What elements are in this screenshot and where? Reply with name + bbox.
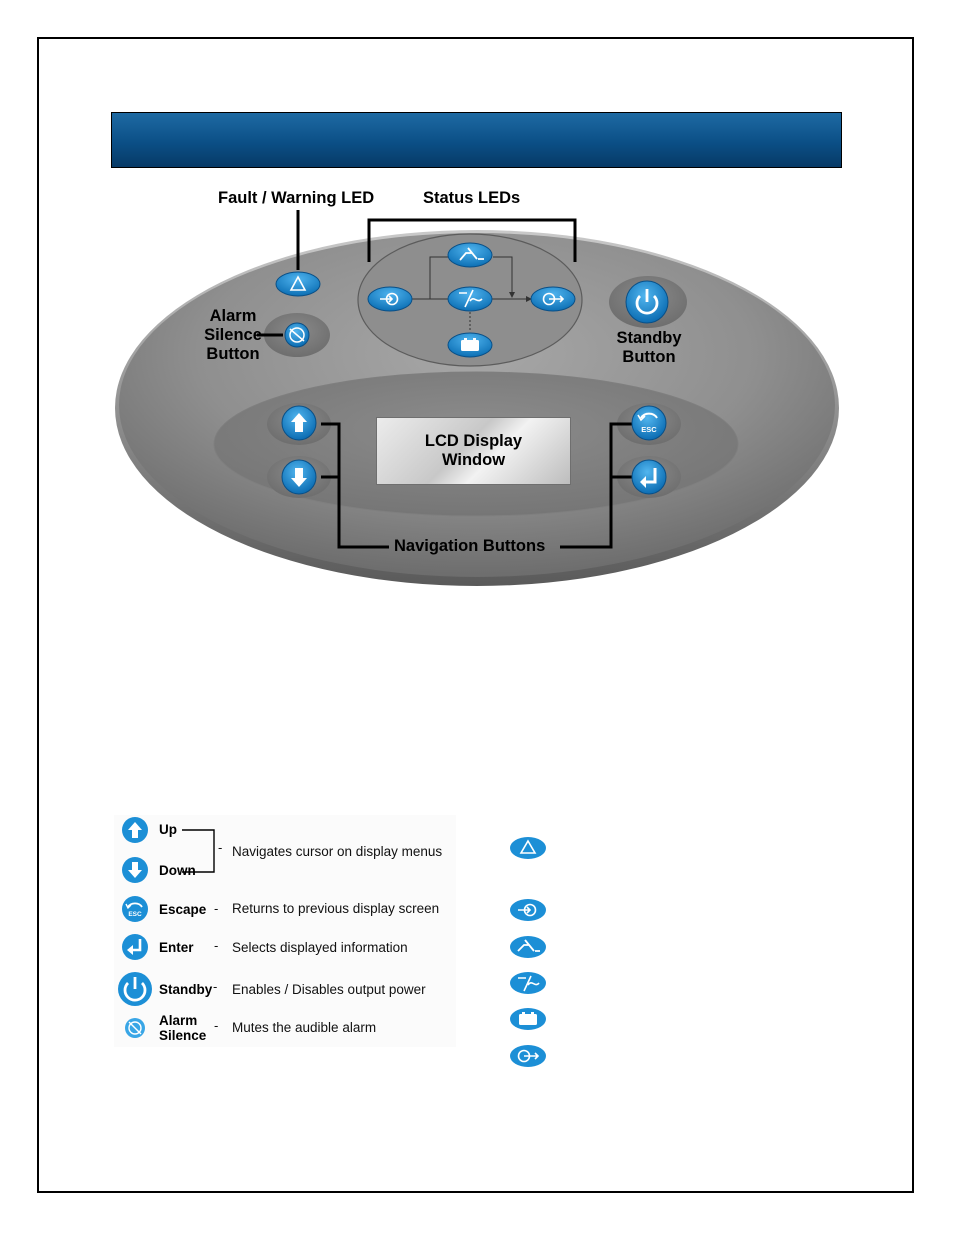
legend-enter-label: Enter	[159, 940, 194, 955]
legend-enter-description: Selects displayed information	[232, 940, 408, 955]
up-down-bracket	[182, 829, 215, 873]
label-line: Standby	[616, 329, 682, 347]
warning-triangle-icon	[289, 275, 307, 291]
battery-led	[447, 332, 493, 358]
legend-escape-label: Escape	[159, 902, 207, 917]
down-button[interactable]	[281, 459, 317, 495]
label-line: Button	[622, 348, 676, 366]
flow-arrowhead	[526, 296, 532, 302]
bypass-icon	[510, 936, 546, 958]
inverter-icon	[510, 972, 546, 994]
standby-button-label: Standby Button	[604, 329, 694, 367]
callout-lines	[257, 210, 632, 549]
status-leds-label: Status LEDs	[423, 189, 521, 207]
enter-icon	[645, 468, 657, 484]
lcd-display-window: LCD Display Window	[376, 417, 571, 485]
alarm-silence-button[interactable]	[284, 322, 310, 348]
battery-icon	[461, 340, 479, 351]
legend-dash: -	[214, 938, 219, 953]
legend-up-down-description: Navigates cursor on display menus	[232, 844, 443, 859]
label-line: Alarm	[159, 1013, 198, 1028]
status-flow-lines	[410, 256, 526, 330]
legend-standby-description: Enables / Disables output power	[232, 982, 426, 997]
label-line: Alarm	[209, 307, 257, 325]
legend-escape-description: Returns to previous display screen	[232, 901, 440, 916]
ac-input-icon	[510, 899, 546, 921]
escape-icon: ESC	[122, 896, 148, 922]
legend-dash: -	[213, 979, 218, 994]
label-line: Silence	[204, 326, 262, 344]
inverter-icon	[459, 289, 483, 308]
inverter-led	[447, 286, 493, 312]
up-arrow-icon	[291, 413, 307, 432]
button-legend	[114, 815, 456, 1047]
legend-down-label: Down	[159, 863, 196, 878]
label-line: Button	[206, 345, 260, 363]
lcd-label-line: LCD Display	[424, 432, 523, 450]
alarm-silence-icon	[289, 327, 305, 343]
battery-icon	[510, 1008, 546, 1030]
warning-triangle-icon	[510, 837, 546, 859]
up-button[interactable]	[281, 405, 317, 441]
label-line: Silence	[159, 1028, 207, 1043]
legend-dash: -	[214, 1018, 219, 1033]
legend-dash: -	[218, 840, 223, 855]
power-icon	[635, 295, 659, 315]
bypass-icon	[459, 247, 484, 261]
navigation-buttons-label: Navigation Buttons	[394, 537, 546, 555]
svg-text:ESC: ESC	[641, 425, 657, 434]
legend-alarm-silence-description: Mutes the audible alarm	[232, 1020, 377, 1035]
lcd-label-line: Window	[441, 451, 506, 469]
legend-dash: -	[214, 901, 219, 916]
enter-button[interactable]	[631, 459, 667, 495]
page-frame	[37, 37, 914, 1193]
escape-icon	[640, 412, 658, 419]
standby-button[interactable]	[625, 280, 669, 324]
alarm-silence-button-label: Alarm Silence Button	[194, 307, 272, 364]
legend-alarm-silence-label: Alarm Silence	[159, 1013, 206, 1043]
section-header-bar	[111, 112, 842, 168]
output-led	[530, 286, 576, 312]
output-icon	[510, 1045, 546, 1067]
escape-button[interactable]: ESC	[631, 405, 667, 441]
alarm-silence-icon	[125, 1018, 145, 1038]
fault-warning-led	[275, 271, 321, 297]
legend-up-label: Up	[159, 822, 177, 837]
ac-input-led	[367, 286, 413, 312]
enter-icon	[122, 934, 148, 960]
bypass-led	[447, 242, 493, 268]
down-arrow-icon	[122, 857, 148, 883]
legend-standby-label: Standby	[159, 982, 213, 997]
power-icon	[118, 972, 152, 1006]
up-arrow-icon	[122, 817, 148, 843]
flow-arrowhead	[509, 292, 515, 298]
svg-text:ESC: ESC	[128, 911, 142, 918]
fault-warning-led-label: Fault / Warning LED	[218, 189, 375, 207]
down-arrow-icon	[291, 468, 307, 487]
